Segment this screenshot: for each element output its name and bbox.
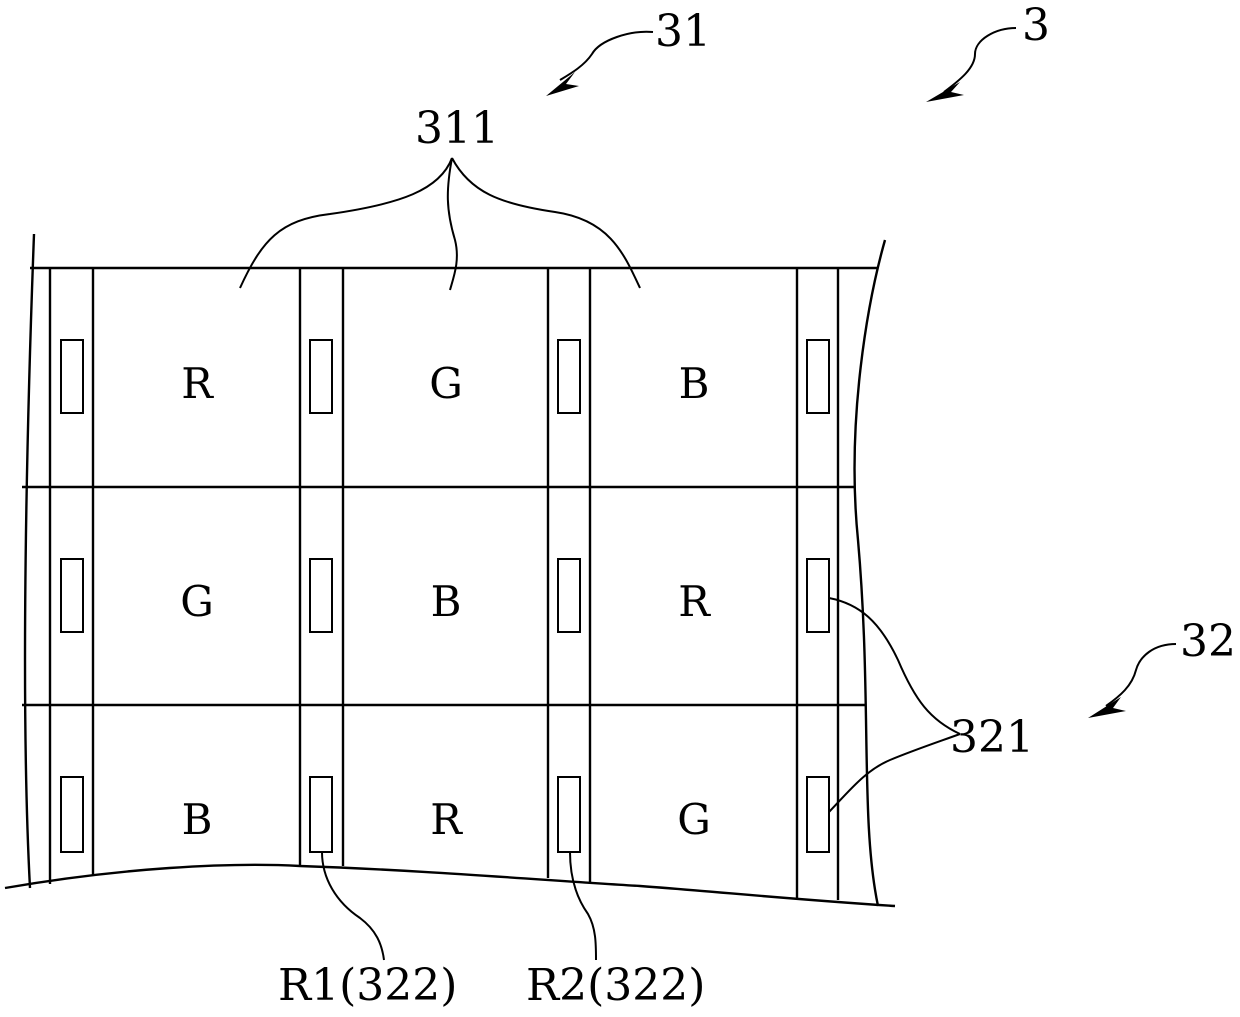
leader-line (560, 32, 653, 80)
right-wavy-edge (855, 240, 885, 906)
ref-label-321: 321 (950, 712, 1034, 763)
ref-label-r1: R1(322) (278, 960, 457, 1011)
resistor-element (807, 777, 829, 852)
resistor-element (61, 777, 83, 852)
resistor-element (310, 340, 332, 413)
resistor-element (807, 340, 829, 413)
subpixel-letter: G (429, 359, 463, 408)
callout-r2: R2(322) (526, 852, 705, 1011)
leader-line (448, 158, 457, 290)
subpixel-letter: R (430, 795, 463, 844)
leader-line (829, 598, 960, 734)
subpixel-letter: G (180, 577, 214, 626)
callout-32: 32 (1088, 616, 1236, 718)
resistor-element (310, 777, 332, 852)
left-wavy-edge (25, 234, 34, 888)
callout-311: 311 (240, 103, 640, 290)
bottom-wavy-edge (5, 865, 895, 906)
arrowhead-icon (546, 72, 579, 96)
leader-line (829, 734, 960, 812)
arrowhead-icon (926, 82, 964, 102)
resistor-element (558, 559, 580, 632)
ref-label-32: 32 (1180, 616, 1236, 667)
callout-31: 31 (546, 6, 711, 96)
subpixel-letter: R (181, 359, 214, 408)
leader-line (1106, 644, 1176, 706)
resistor-element (310, 559, 332, 632)
subpixel-letter: B (182, 795, 213, 844)
resistor-element (558, 777, 580, 852)
callout-r1: R1(322) (278, 852, 457, 1011)
ref-label-r2: R2(322) (526, 960, 705, 1011)
resistor-element (61, 559, 83, 632)
subpixel-letter: G (677, 795, 711, 844)
ref-label-3: 3 (1022, 0, 1050, 51)
subpixel-letter: B (679, 359, 710, 408)
ref-label-311: 311 (415, 103, 499, 154)
resistor-element (558, 340, 580, 413)
callout-3: 3 (926, 0, 1050, 102)
leader-line (570, 852, 596, 960)
ref-label-31: 31 (655, 6, 711, 57)
resistor-element (807, 559, 829, 632)
subpixel-letter: R (678, 577, 711, 626)
resistor-element (61, 340, 83, 413)
subpixel-letters: R G B G B R B R G (180, 359, 711, 844)
arrowhead-icon (1088, 697, 1126, 718)
subpixel-letter: B (431, 577, 462, 626)
leader-line (944, 28, 1016, 92)
